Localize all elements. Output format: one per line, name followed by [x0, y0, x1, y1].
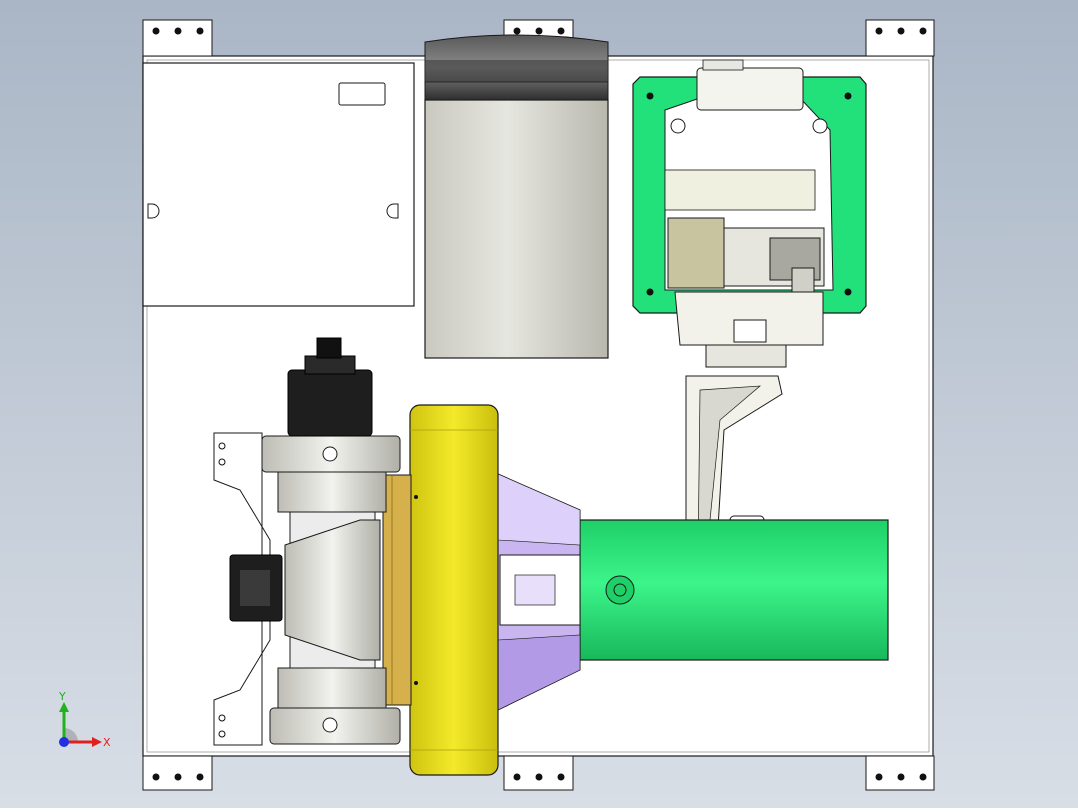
gearbox-housing[interactable]: [213, 432, 401, 746]
mounting-foot-bottom-mid[interactable]: [503, 755, 574, 791]
motor-connector[interactable]: [229, 554, 283, 622]
yellow-drive-disc[interactable]: [409, 404, 499, 776]
mounting-foot-bottom-left[interactable]: [142, 755, 213, 791]
mounting-foot-top-left[interactable]: [142, 19, 213, 57]
axis-label-x: X: [103, 736, 111, 749]
coordinate-triad: Y X: [58, 690, 111, 749]
brass-flange[interactable]: [382, 474, 418, 706]
mounting-foot-bottom-right[interactable]: [865, 755, 935, 791]
purple-cone-adapter[interactable]: [497, 473, 581, 711]
robot-wrist-assembly[interactable]: [664, 59, 834, 368]
cylindrical-tank[interactable]: [424, 34, 609, 359]
mounting-foot-top-right[interactable]: [865, 19, 935, 57]
control-box[interactable]: [142, 62, 415, 307]
servo-motor[interactable]: [287, 337, 373, 437]
green-cylinder[interactable]: [579, 519, 889, 661]
axis-label-y: Y: [58, 690, 66, 703]
